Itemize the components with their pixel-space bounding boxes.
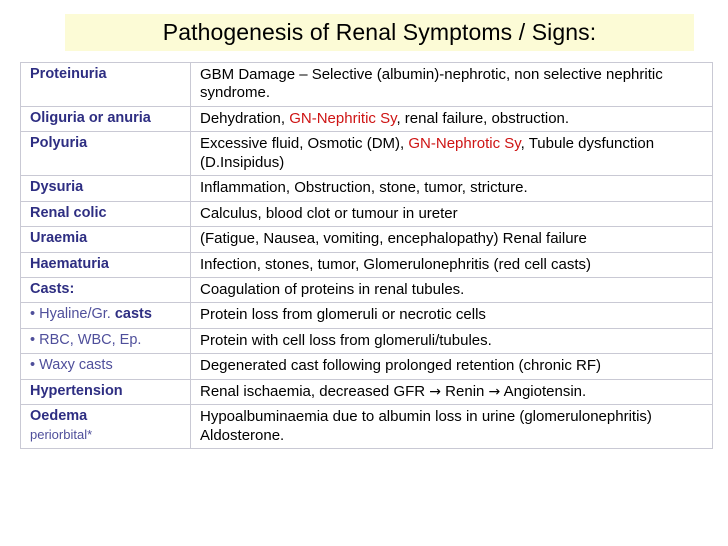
symptom-description-cell: Dehydration, GN-Nephritic Sy, renal fail… <box>190 105 713 133</box>
table-row: Dysuria Inflammation, Obstruction, stone,… <box>20 175 713 202</box>
term-text: Uraemia <box>30 230 88 247</box>
symptom-description-cell: Protein loss from glomeruli or necrotic … <box>190 302 713 329</box>
table-row: Proteinuria GBM Damage – Selective (album… <box>20 62 713 107</box>
term-text: Polyuria <box>30 135 88 152</box>
table-row: Casts: Coagulation of proteins in renal t… <box>20 276 713 304</box>
description-text: Protein with cell loss from glomeruli/tu… <box>200 331 492 349</box>
term-text: Dysuria <box>30 179 84 196</box>
description-text: Dehydration, <box>200 109 290 127</box>
symptom-term-cell: Proteinuria <box>20 62 191 107</box>
term-text: • Hyaline/Gr. <box>30 306 115 323</box>
table-row: Polyuria Excessive fluid, Osmotic (DM), G… <box>20 131 713 177</box>
description-text: Excessive fluid, Osmotic (DM), <box>200 135 409 153</box>
symptom-description-cell: Inflammation, Obstruction, stone, tumor,… <box>190 175 713 202</box>
description-text: (Fatigue, Nausea, vomiting, encephalopat… <box>200 230 587 248</box>
term-emphasis: casts <box>114 306 152 323</box>
description-text: Infection, stones, tumor, Glomerulonephr… <box>200 255 591 273</box>
symptom-term-cell: • RBC, WBC, Ep. <box>20 327 191 355</box>
table-row: Uraemia (Fatigue, Nausea, vomiting, encep… <box>20 226 713 253</box>
table-row: Renal colic Calculus, blood clot or tumou… <box>20 200 713 228</box>
description-text: Inflammation, Obstruction, stone, tumor,… <box>200 179 528 197</box>
symptom-description-cell: GBM Damage – Selective (albumin)-nephrot… <box>190 62 713 107</box>
symptom-description-cell: Excessive fluid, Osmotic (DM), GN-Nephro… <box>190 131 713 177</box>
right-arrow-icon: → <box>488 383 501 400</box>
table-row: • RBC, WBC, Ep. Protein with cell loss fr… <box>20 327 713 355</box>
symptom-term-cell: Renal colic <box>20 200 191 228</box>
right-arrow-icon: → <box>429 383 442 400</box>
title-banner: Pathogenesis of Renal Symptoms / Signs: <box>65 14 694 51</box>
page-title: Pathogenesis of Renal Symptoms / Signs: <box>162 19 597 45</box>
symptom-term-cell: • Waxy casts <box>20 353 191 380</box>
symptom-description-cell: (Fatigue, Nausea, vomiting, encephalopat… <box>190 226 713 253</box>
symptom-description-cell: Degenerated cast following prolonged ret… <box>190 353 713 380</box>
highlighted-term: GN-Nephritic Sy <box>289 109 397 127</box>
symptom-term-cell: Polyuria <box>20 131 191 177</box>
description-text: Renin <box>441 382 489 400</box>
description-text: Coagulation of proteins in renal tubules… <box>200 280 465 298</box>
term-text: • RBC, WBC, Ep. <box>30 331 142 348</box>
symptom-description-cell: Renal ischaemia, decreased GFR → Renin →… <box>190 378 713 406</box>
description-text: Hypoalbuminaemia due to albumin loss in … <box>200 408 652 444</box>
table-row: • Hyaline/Gr. casts Protein loss from glo… <box>20 302 713 329</box>
term-text: Oliguria or anuria <box>30 109 151 126</box>
table-row: Hypertension Renal ischaemia, decreased G… <box>20 378 713 406</box>
symptom-description-cell: Infection, stones, tumor, Glomerulonephr… <box>190 251 713 278</box>
symptom-term-cell: • Hyaline/Gr. casts <box>20 302 191 329</box>
symptom-term-cell: Uraemia <box>20 226 191 253</box>
table-row: • Waxy casts Degenerated cast following p… <box>20 353 713 380</box>
term-text: • Waxy casts <box>30 357 113 374</box>
term-text: Hypertension <box>30 382 123 399</box>
table-row: Haematuria Infection, stones, tumor, Glom… <box>20 251 713 278</box>
symptom-term-cell: Hypertension <box>20 378 191 406</box>
symptom-description-cell: Calculus, blood clot or tumour in ureter <box>190 200 713 228</box>
term-text: Renal colic <box>30 204 107 221</box>
term-note: periorbital* <box>30 426 93 442</box>
symptom-description-cell: Protein with cell loss from glomeruli/tu… <box>190 327 713 355</box>
term-text: Proteinuria <box>30 66 107 82</box>
table-row: Oliguria or anuria Dehydration, GN-Nephri… <box>20 105 713 133</box>
highlighted-term: GN-Nephrotic Sy <box>408 135 521 153</box>
description-text: , Tubule dysfunction (D.Insipidus) <box>200 135 655 171</box>
table-body: Proteinuria GBM Damage – Selective (album… <box>20 62 713 449</box>
description-text: , renal failure, obstruction. <box>396 109 570 127</box>
description-text: Degenerated cast following prolonged ret… <box>200 357 602 375</box>
symptom-term-cell: Casts: <box>20 276 191 304</box>
term-text: Haematuria <box>30 255 109 272</box>
description-text: Protein loss from glomeruli or necrotic … <box>200 306 486 324</box>
description-text: Calculus, blood clot or tumour in ureter <box>200 204 458 222</box>
description-text: Angiotensin. <box>500 382 587 400</box>
term-text: Casts: <box>30 280 75 297</box>
renal-symptoms-table: Proteinuria GBM Damage – Selective (album… <box>20 62 713 449</box>
symptom-term-cell: Dysuria <box>20 175 191 202</box>
symptom-term-cell: Oliguria or anuria <box>20 105 191 133</box>
symptom-description-cell: Coagulation of proteins in renal tubules… <box>190 276 713 304</box>
description-text: Renal ischaemia, decreased GFR <box>200 382 430 400</box>
description-text: GBM Damage – Selective (albumin)-nephrot… <box>200 66 663 102</box>
term-text: Oedema <box>30 408 88 425</box>
symptom-term-cell: Haematuria <box>20 251 191 278</box>
symptom-description-cell: Hypoalbuminaemia due to albumin loss in … <box>190 404 713 449</box>
